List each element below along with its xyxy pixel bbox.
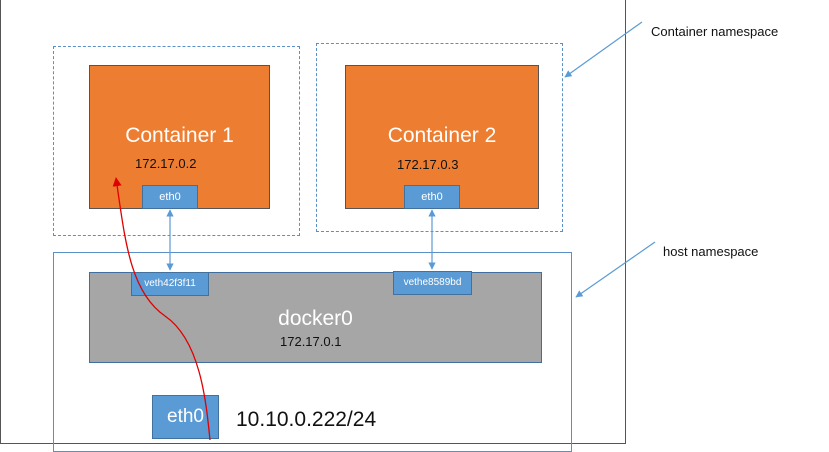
container-2-eth0: eth0 <box>404 185 460 209</box>
container-2: Container 2 172.17.0.3 <box>345 65 539 209</box>
connectors <box>112 21 656 440</box>
container-2-ip: 172.17.0.3 <box>397 157 459 172</box>
host-namespace-label: host namespace <box>663 244 759 259</box>
pointer-container-namespace <box>564 21 643 78</box>
bridge-name: docker0 <box>278 307 353 330</box>
container-namespace-label: Container namespace <box>651 24 779 39</box>
container-1-title: Container 1 <box>125 124 234 147</box>
veth-2: vethe8589bd <box>393 271 472 295</box>
container-1-ip: 172.17.0.2 <box>135 156 197 171</box>
pointer-host-namespace <box>575 241 656 298</box>
container-1-eth0: eth0 <box>142 185 198 209</box>
container-2-namespace <box>316 43 563 232</box>
host-eth0-ip: 10.10.0.222/24 <box>236 408 377 431</box>
container-1-namespace <box>53 46 300 236</box>
packet-path <box>112 177 211 440</box>
bridge-ip: 172.17.0.1 <box>280 334 342 349</box>
container-2-title: Container 2 <box>387 124 497 147</box>
